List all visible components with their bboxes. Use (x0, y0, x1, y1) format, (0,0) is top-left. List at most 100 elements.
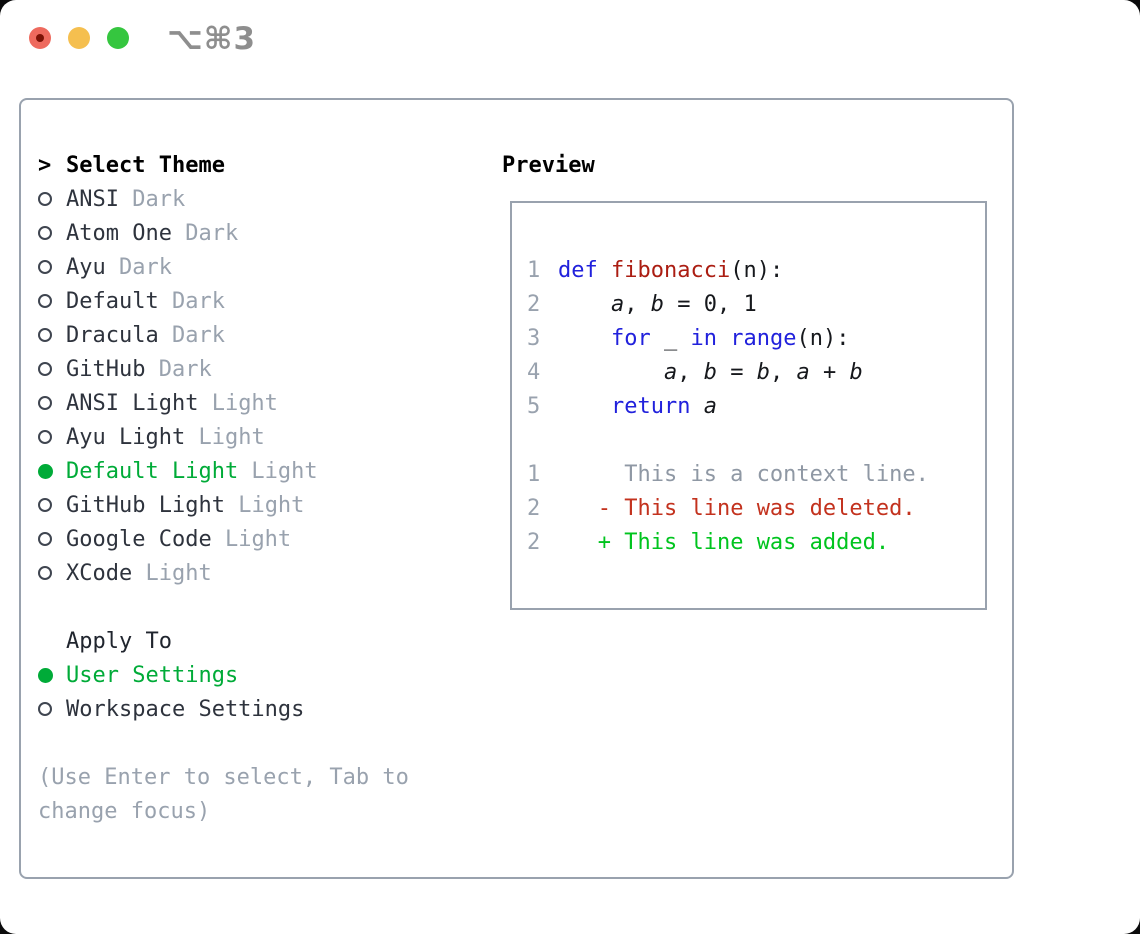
theme-option-name: GitHub (66, 356, 146, 382)
code-segment: a (663, 359, 678, 385)
theme-option[interactable]: Default Dark (38, 284, 409, 318)
keyboard-hint: (Use Enter to select, Tab to (38, 760, 409, 794)
line-number: 1 (527, 461, 541, 487)
theme-option-name: Ayu (66, 254, 106, 280)
select-theme-heading: >Select Theme (38, 148, 409, 182)
spacer (527, 423, 985, 457)
line-number: 5 (527, 393, 541, 419)
code-segment (717, 326, 730, 351)
theme-option-variant: Dark (171, 220, 239, 246)
code-segment: (n): (796, 325, 850, 351)
theme-option[interactable]: Google Code Light (38, 522, 409, 556)
code-segment: + This line was added. (597, 529, 890, 555)
radio-selected-icon (38, 463, 66, 479)
preview-code-line: 2 a, b = 0, 1 (527, 287, 985, 321)
apply-to-option[interactable]: Workspace Settings (38, 692, 409, 726)
code-segment (598, 258, 611, 283)
code-segment: b (650, 291, 664, 317)
theme-option-name: Default (66, 288, 159, 314)
preview-code-line: 5 return a (527, 389, 985, 423)
select-theme-heading-label: Select Theme (66, 152, 225, 178)
theme-option-variant: Dark (158, 288, 225, 314)
code-segment: This is a context line. (558, 461, 929, 487)
radio-icon (38, 430, 66, 444)
radio-icon (38, 532, 66, 546)
theme-option-variant: Light (185, 424, 265, 450)
theme-option-variant: Light (238, 458, 318, 484)
theme-option[interactable]: ANSI Dark (38, 182, 409, 216)
line-number: 1 (527, 257, 541, 283)
line-number: 2 (527, 529, 541, 555)
preview-heading: Preview (502, 152, 595, 178)
code-segment: + (809, 359, 850, 385)
preview-diff-line: 2 + This line was added. (527, 525, 985, 559)
radio-icon (38, 702, 66, 716)
radio-icon (38, 192, 66, 206)
traffic-light-close[interactable] (29, 27, 51, 49)
keyboard-hint-text: change focus) (38, 798, 211, 824)
line-number: 3 (527, 325, 541, 351)
apply-to-option-name: User Settings (66, 662, 239, 688)
code-segment: return (610, 393, 691, 419)
theme-option-variant: Dark (145, 356, 212, 382)
radio-icon (38, 260, 66, 274)
code-segment: range (730, 325, 797, 351)
preview-diff-line: 2 - This line was deleted. (527, 491, 985, 525)
traffic-light-minimize[interactable] (68, 27, 90, 49)
code-segment (558, 496, 598, 521)
radio-selected-icon (38, 667, 66, 683)
radio-icon (38, 294, 66, 308)
code-segment: a (703, 393, 717, 419)
code-segment: , (677, 359, 704, 385)
code-segment: (n): (730, 257, 784, 283)
theme-option[interactable]: GitHub Light Light (38, 488, 409, 522)
theme-option-variant: Light (198, 390, 278, 416)
keyboard-hint: change focus) (38, 794, 409, 828)
apply-to-heading: Apply To (38, 624, 409, 658)
code-segment: b (703, 359, 717, 385)
apply-to-option-name: Workspace Settings (66, 696, 305, 722)
radio-icon (38, 328, 66, 342)
window-title: ⌥⌘3 (167, 21, 257, 57)
radio-icon (38, 396, 66, 410)
preview-diff-line: 1 This is a context line. (527, 457, 985, 491)
line-number: 2 (527, 495, 541, 521)
radio-icon (38, 226, 66, 240)
theme-option[interactable]: Atom One Dark (38, 216, 409, 250)
code-segment: for (610, 325, 651, 351)
theme-option[interactable]: Ayu Dark (38, 250, 409, 284)
theme-option[interactable]: XCode Light (38, 556, 409, 590)
line-number: 4 (527, 359, 541, 385)
theme-option[interactable]: Ayu Light Light (38, 420, 409, 454)
apply-to-option[interactable]: User Settings (38, 658, 409, 692)
code-segment (558, 326, 611, 351)
preview-code-line: 4 a, b = b, a + b (527, 355, 985, 389)
theme-option-name: XCode (66, 560, 133, 586)
theme-option-variant: Light (211, 526, 292, 552)
theme-option[interactable]: Default Light Light (38, 454, 409, 488)
apply-to-heading-label: Apply To (66, 628, 172, 654)
code-segment (558, 394, 611, 419)
theme-option-variant: Dark (158, 322, 225, 348)
theme-option-variant: Light (224, 492, 305, 518)
code-segment: fibonacci (611, 257, 731, 283)
theme-option[interactable]: GitHub Dark (38, 352, 409, 386)
theme-option-name: Google Code (66, 526, 212, 552)
theme-option[interactable]: ANSI Light Light (38, 386, 409, 420)
unsaved-indicator-dot (36, 34, 44, 42)
code-segment: = (716, 359, 757, 385)
theme-option-variant: Light (132, 560, 212, 586)
theme-option-variant: Dark (118, 186, 186, 212)
code-segment (558, 292, 611, 317)
code-segment: b (756, 359, 770, 385)
code-segment (558, 360, 664, 385)
preview-code-line: 3 for _ in range(n): (527, 321, 985, 355)
theme-option-name: ANSI (66, 186, 119, 212)
code-segment: = 0, 1 (663, 291, 757, 317)
code-segment (558, 530, 598, 555)
traffic-light-zoom[interactable] (107, 27, 129, 49)
theme-option[interactable]: Dracula Dark (38, 318, 409, 352)
theme-option-name: Ayu Light (66, 424, 186, 450)
